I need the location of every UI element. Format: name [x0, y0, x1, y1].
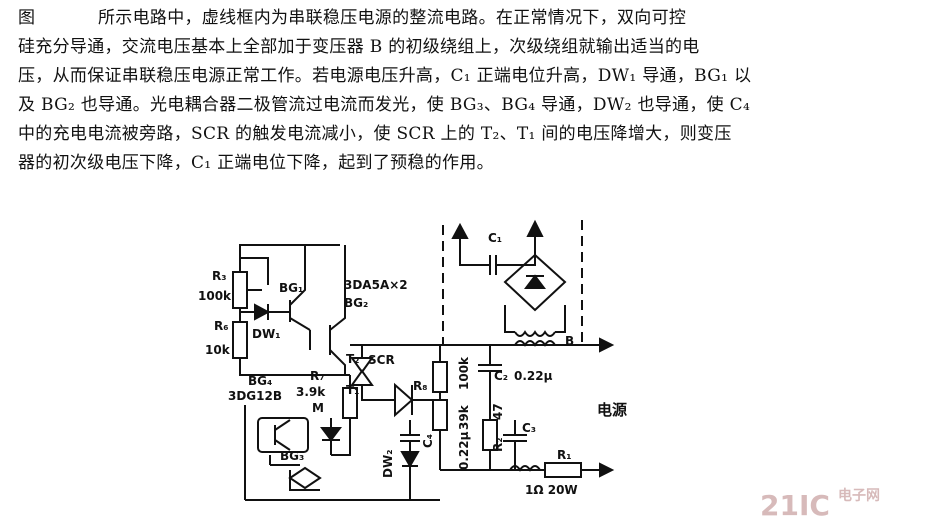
arrow-up-right	[526, 219, 544, 237]
label-t1: T₁	[346, 383, 359, 397]
optocoupler	[257, 417, 309, 453]
label-transistor-type: 3DA5A×2	[344, 278, 408, 292]
trigger-diac	[394, 382, 414, 418]
small-bridge	[288, 466, 322, 490]
label-r-39k: 39k	[457, 404, 471, 430]
label-r7: R₇	[310, 369, 325, 383]
choke-inductor	[509, 465, 541, 472]
label-r6-value: 10k	[205, 343, 231, 357]
arrow-up-left	[451, 222, 469, 239]
dw1-zener	[254, 303, 271, 321]
label-r6: R₆	[214, 319, 229, 333]
r8-resistor	[432, 361, 448, 393]
r3-resistor	[232, 271, 248, 309]
label-c2-value: 0.22μ	[514, 369, 553, 383]
text-line-2: 硅充分导通，交流电压基本上全部加于变压器 B 的初级绕组上，次级绕组就输出适当的…	[18, 37, 700, 57]
label-bg2: BG₂	[344, 296, 368, 310]
label-r3-value: 100k	[198, 289, 232, 303]
text-line-1: 图所示电路中，虚线框内为串联稳压电源的整流电路。在正常情况下，双向可控	[18, 4, 686, 32]
arrows	[451, 219, 615, 478]
label-b: B	[565, 334, 574, 348]
label-c4-value: 0.22μ	[457, 431, 471, 470]
label-r2: R₂	[491, 438, 505, 453]
text-line-5: 中的充电电流被旁路，SCR 的触发电流减小，使 SCR 上的 T₂、T₁ 间的电…	[18, 124, 732, 144]
label-scr: SCR	[368, 353, 395, 367]
transformer-primary	[514, 340, 556, 347]
label-power: 电源	[597, 401, 627, 419]
text-line-3: 压，从而保证串联稳压电源正常工作。若电源电压升高，C₁ 正端电位升高，DW₁ 导…	[18, 66, 752, 86]
text-line-4: 及 BG₂ 也导通。光电耦合器二极管流过电流而发光，使 BG₃、BG₄ 导通，D…	[18, 95, 751, 115]
label-c1: C₁	[488, 231, 502, 245]
label-r8: R₈	[413, 379, 428, 393]
label-c2: C₂	[494, 369, 508, 383]
label-r1: R₁	[557, 448, 572, 462]
label-bg4: BG₄	[248, 374, 272, 388]
dashed-frame	[442, 220, 583, 346]
label-bg3: BG₃	[280, 449, 304, 463]
label-bg4-type: 3DG12B	[228, 389, 282, 403]
label-t2: T₂	[346, 352, 359, 366]
r-39k-resistor	[432, 399, 448, 431]
label-r7-value: 3.9k	[296, 385, 326, 399]
dw2-zener	[400, 451, 420, 469]
label-r-100k: 100k	[457, 356, 471, 390]
label-r1-value: 1Ω 20W	[525, 483, 578, 497]
watermark-brand: 21IC	[760, 489, 830, 522]
label-bg1: BG₁	[279, 281, 303, 295]
label-dw2: DW₂	[381, 450, 395, 478]
r1-resistor	[544, 462, 582, 478]
text-line-6: 器的初次级电压下降，C₁ 正端电位下降，起到了预稳的作用。	[18, 153, 494, 173]
label-dw1: DW₁	[252, 327, 280, 341]
label-m: M	[312, 401, 324, 415]
label-c4: C₄	[421, 434, 435, 448]
label-c3: C₃	[522, 421, 536, 435]
watermark-site: 电子网	[838, 487, 880, 504]
arrow-out-bottom	[599, 462, 615, 478]
led-diode	[320, 427, 342, 442]
label-r3: R₃	[212, 269, 227, 283]
circuit-wires	[232, 235, 592, 501]
figure-ref: 图	[18, 8, 36, 28]
label-r2-value: 47	[491, 403, 505, 420]
arrow-out-top	[599, 337, 615, 353]
r6-resistor	[232, 321, 248, 359]
transformer-secondary	[514, 330, 556, 337]
